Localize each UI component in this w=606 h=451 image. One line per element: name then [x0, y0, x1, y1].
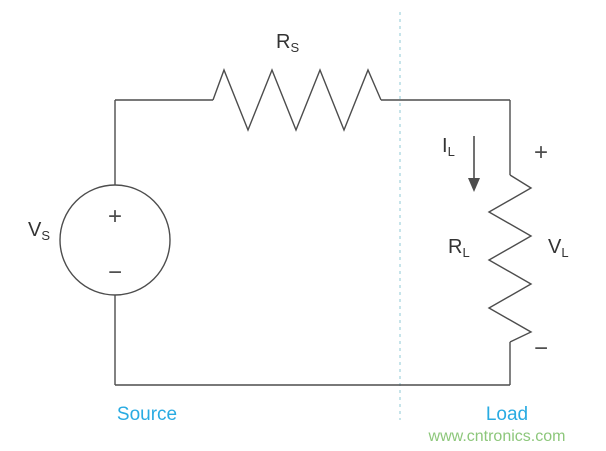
load-minus-sign: − [534, 335, 548, 362]
source-plus-sign: + [108, 203, 122, 230]
rl-label: RL [448, 236, 470, 260]
resistor-rs-zigzag [212, 68, 382, 132]
vs-label: VS [28, 219, 50, 243]
voltage-source-circle [59, 184, 171, 296]
load-plus-sign: + [534, 139, 548, 166]
source-section-label: Source [117, 404, 177, 425]
circuit-wires [59, 68, 533, 386]
rs-label: RS [276, 31, 299, 55]
vl-label: VL [548, 236, 569, 260]
il-label: IL [442, 135, 455, 159]
load-section-label: Load [486, 404, 528, 425]
source-minus-sign: − [108, 259, 122, 286]
current-arrow-icon [468, 136, 480, 192]
watermark-text: www.cntronics.com [428, 428, 566, 445]
current-arrow-head [468, 178, 480, 192]
resistor-rl-zigzag [487, 174, 533, 343]
